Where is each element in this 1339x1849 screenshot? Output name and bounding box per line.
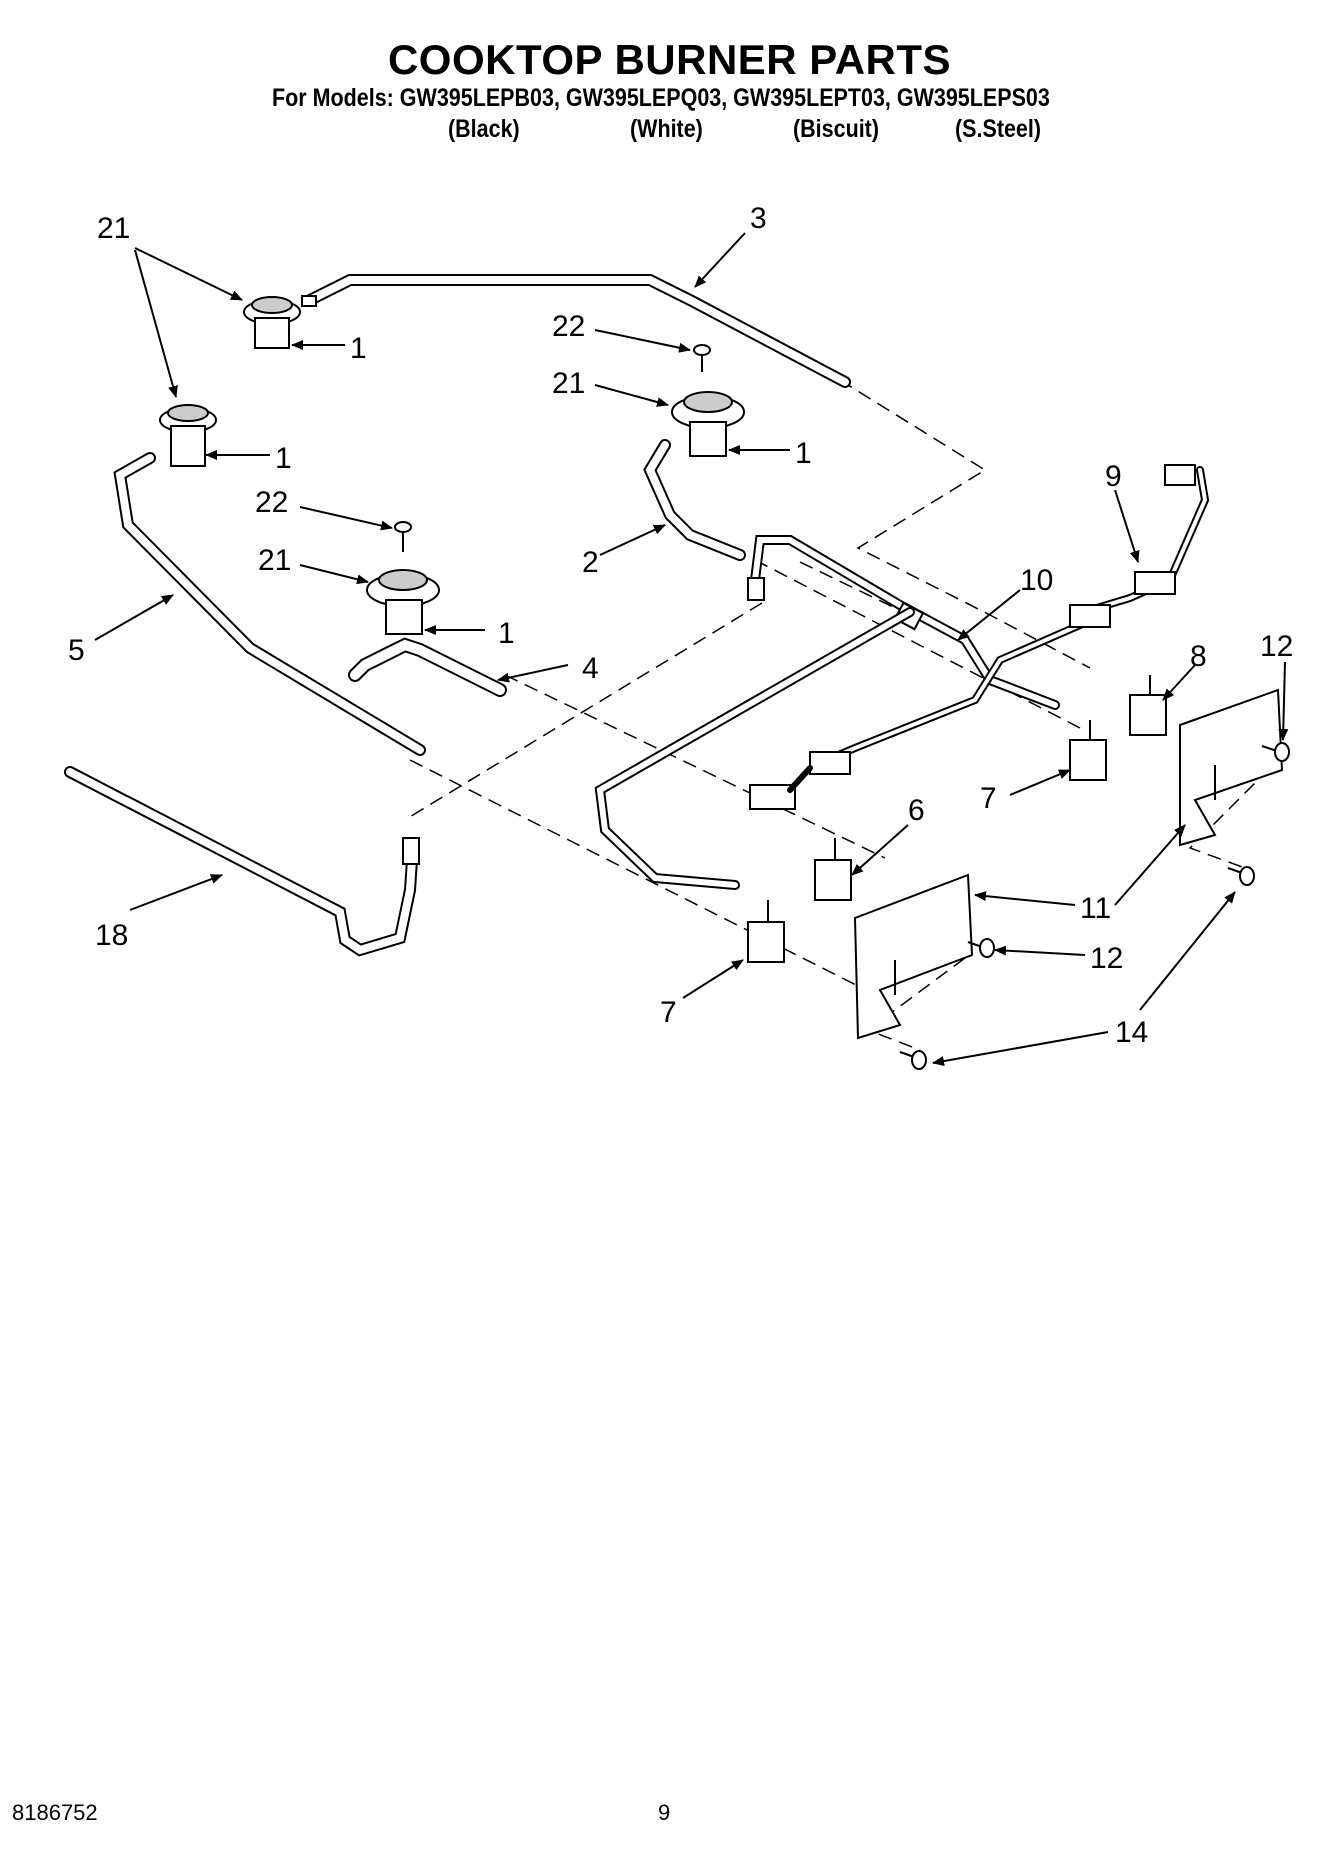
callout-4: 4 <box>582 652 599 685</box>
screw-22-center <box>394 521 412 552</box>
burner-base-top-right <box>671 391 745 457</box>
callout-21: 21 <box>97 212 130 245</box>
valve-8 <box>1129 675 1167 736</box>
wire-harness-10 <box>749 464 1210 810</box>
callout-labels: 21 3 1 22 21 1 1 9 22 2 21 10 1 5 8 12 4… <box>68 202 1293 1049</box>
callout-1: 1 <box>498 617 515 650</box>
variant-white: (White) <box>630 115 703 143</box>
callout-8: 8 <box>1190 640 1207 673</box>
callout-7: 7 <box>980 782 997 815</box>
screw-14-right <box>1227 866 1255 886</box>
variant-black: (Black) <box>448 115 520 143</box>
callout-2: 2 <box>582 546 599 579</box>
callout-7: 7 <box>660 996 677 1029</box>
callout-1: 1 <box>795 437 812 470</box>
callout-14: 14 <box>1115 1016 1148 1049</box>
callout-21: 21 <box>552 367 585 400</box>
color-variants: (Black) (White) (Biscuit) (S.Steel) <box>0 115 1339 145</box>
variant-ssteel: (S.Steel) <box>955 115 1042 143</box>
callout-1: 1 <box>275 442 292 475</box>
callout-1: 1 <box>350 332 367 365</box>
page-number: 9 <box>658 1800 671 1825</box>
bracket-11-right <box>1179 688 1284 847</box>
bracket-11-lower <box>853 873 974 1040</box>
burner-tube-2 <box>643 439 746 561</box>
callout-6: 6 <box>908 794 925 827</box>
callout-21: 21 <box>258 544 291 577</box>
callout-10: 10 <box>1020 564 1053 597</box>
valve-tube-6 <box>594 607 915 890</box>
screw-14-lower <box>899 1050 927 1070</box>
burner-tube-3 <box>301 274 851 388</box>
burner-base-mid-left <box>159 404 217 467</box>
burner-base-center <box>366 569 440 635</box>
callout-11: 11 <box>1080 892 1111 925</box>
models-line: For Models: GW395LEPB03, GW395LEPQ03, GW… <box>272 84 1050 112</box>
document-number: 8186752 <box>12 1800 98 1825</box>
screw-22-top <box>693 344 711 372</box>
screw-12-lower <box>967 938 995 958</box>
callout-9: 9 <box>1105 460 1122 493</box>
callout-5: 5 <box>68 634 85 667</box>
burner-tube-4 <box>348 637 507 697</box>
valve-7-upper <box>1069 720 1107 781</box>
burner-tube-5 <box>113 452 426 756</box>
callout-12: 12 <box>1090 942 1123 975</box>
variant-biscuit: (Biscuit) <box>793 115 879 143</box>
page-title: COOKTOP BURNER PARTS <box>387 36 952 83</box>
valve-7-lower <box>747 900 785 963</box>
screw-12-right <box>1261 742 1290 762</box>
leader-arrows <box>94 232 1289 1067</box>
callout-3: 3 <box>750 202 767 235</box>
burner-base-top-left <box>243 296 301 349</box>
callout-22: 22 <box>552 310 585 343</box>
callout-18: 18 <box>95 919 128 952</box>
callout-22: 22 <box>255 486 288 519</box>
valve-6 <box>814 838 852 901</box>
callout-12: 12 <box>1260 630 1293 663</box>
manifold-tube-18 <box>64 766 420 957</box>
